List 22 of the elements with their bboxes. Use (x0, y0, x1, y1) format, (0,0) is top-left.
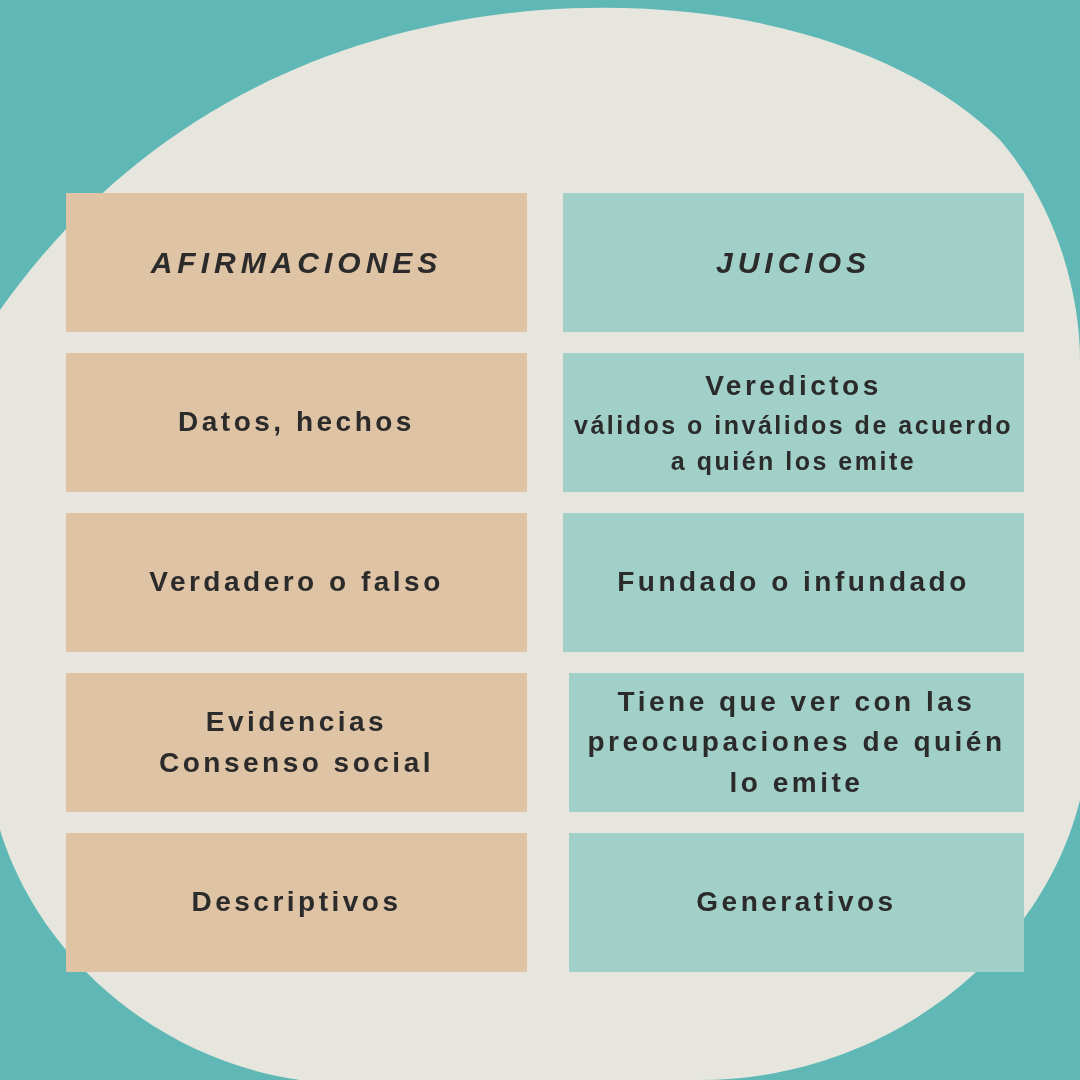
text-panel (563, 353, 1024, 492)
panel-text: Datos, hechos (178, 405, 415, 440)
panel-text: Verdadero o falso (149, 565, 444, 600)
panel-text: Generativos (696, 885, 897, 920)
panel-text: Descriptivos (191, 885, 402, 920)
panel-text: Consenso social (159, 745, 434, 780)
text-panel (66, 833, 527, 972)
text-panel (66, 513, 527, 652)
panel-text: Evidencias (205, 704, 388, 739)
text-panel (66, 673, 527, 812)
text-panel (66, 353, 527, 492)
header-panel (563, 193, 1024, 332)
header-panel (66, 193, 527, 332)
panel-text: Tiene que ver con las preocupaciones de quién lo emite (586, 684, 1007, 800)
text-panel (569, 673, 1024, 812)
panel-text: Fundado o infundado (617, 565, 970, 600)
panel-text: Veredictos (705, 368, 882, 403)
column-heading: JUICIOS (716, 244, 871, 281)
column-heading: AFIRMACIONES (150, 244, 443, 281)
panel-text: válidos o inválidos de acuerdo a quién los emite (573, 409, 1014, 477)
text-panel (569, 833, 1024, 972)
text-panel (563, 513, 1024, 652)
